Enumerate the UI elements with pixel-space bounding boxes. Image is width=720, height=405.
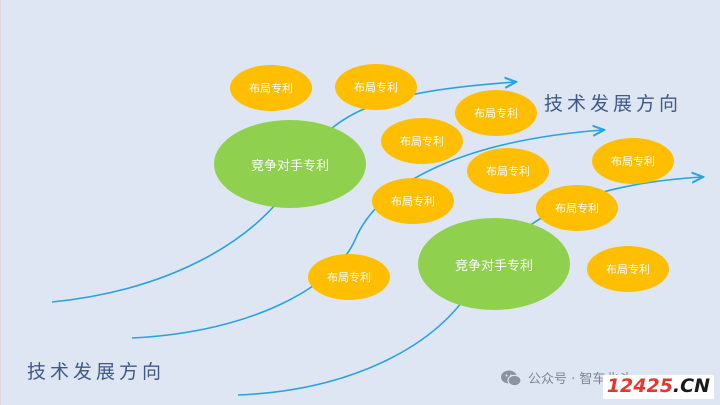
- slide-edge: [0, 0, 1, 405]
- layout-patent-bubble: 布局专利: [536, 185, 618, 231]
- layout-patent-bubble: 布局专利: [467, 148, 549, 194]
- tech-direction-label-bottom: 技术发展方向: [27, 361, 166, 383]
- arrow-curve-2: [131, 130, 603, 339]
- wechat-icon: [501, 370, 522, 386]
- site-logo-tld: .CN: [672, 375, 710, 398]
- competitor-patent-bubble: 竞争对手专利: [214, 120, 366, 208]
- layout-patent-bubble: 布局专利: [592, 138, 674, 184]
- site-logo-number: 12425: [606, 375, 673, 398]
- layout-patent-bubble: 布局专利: [230, 65, 312, 111]
- site-logo: 12425.CN: [602, 375, 714, 399]
- layout-patent-bubble: 布局专利: [308, 254, 390, 300]
- layout-patent-bubble: 布局专利: [372, 178, 454, 224]
- layout-patent-bubble: 布局专利: [335, 64, 417, 110]
- layout-patent-bubble: 布局专利: [381, 118, 463, 164]
- tech-direction-label-top: 技术发展方向: [544, 93, 683, 115]
- layout-patent-bubble: 布局专利: [455, 90, 537, 136]
- layout-patent-bubble: 布局专利: [587, 246, 669, 292]
- competitor-patent-bubble: 竞争对手专利: [418, 218, 570, 310]
